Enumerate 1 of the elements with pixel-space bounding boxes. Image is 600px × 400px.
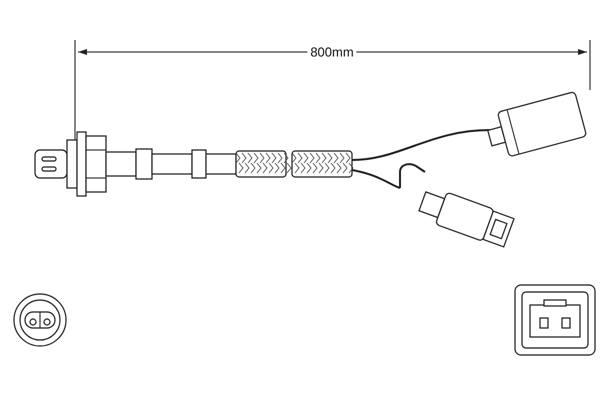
dimension-label: 800mm: [307, 44, 357, 60]
